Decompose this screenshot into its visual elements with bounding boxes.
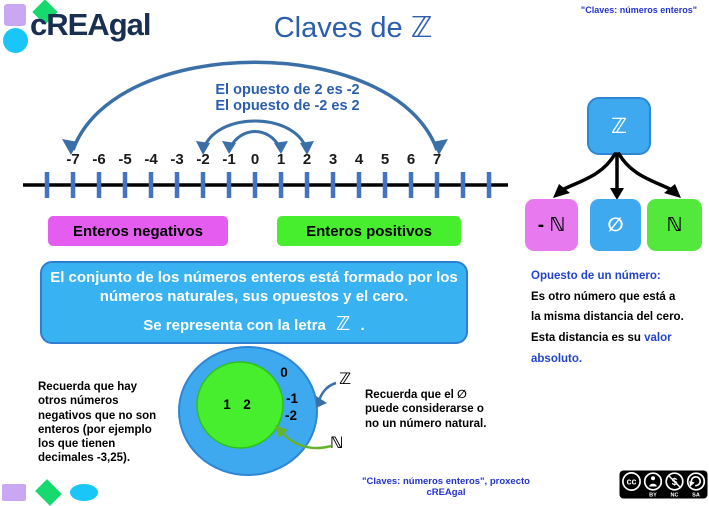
negative-integers-label: Enteros negativos	[72, 222, 204, 240]
zero-label: ∅	[607, 214, 624, 236]
tick-label: 0	[250, 151, 260, 168]
venn-value: 2	[243, 397, 251, 412]
nc-slash	[668, 475, 681, 488]
tick-label: 4	[354, 151, 364, 168]
opposite-note-line-4: Esta distancia es su valor	[531, 328, 707, 349]
naturals-box: ℕ	[647, 199, 702, 251]
opposite-note-line-4-blue: valor	[644, 332, 672, 345]
sa-label: SA	[692, 493, 700, 499]
opposite-line-1: El opuesto de 2 es -2	[215, 82, 360, 98]
cc-icon	[622, 472, 641, 491]
tick-label: 1	[276, 151, 286, 168]
corner-quote: "Claves: números enteros"	[580, 5, 697, 15]
logo-circle-icon	[3, 28, 28, 53]
note-zero-line: Recuerda que el ∅	[365, 389, 467, 401]
note-left-line: otros números	[38, 395, 119, 408]
opposite-note-line-4-black: Esta distancia es su	[531, 332, 645, 345]
positive-integers-box: Enteros positivos	[277, 216, 461, 246]
note-zero-line: puede considerarse o	[365, 403, 484, 416]
opposite-note-line-3: la misma distancia del cero.	[531, 311, 684, 324]
z-symbol: ℤ	[336, 314, 351, 335]
tick-label: -6	[92, 151, 106, 168]
note-zero-line: no un número natural.	[365, 417, 487, 430]
note-left-line: negativos que no son	[38, 409, 157, 422]
tick-label: 5	[380, 151, 390, 168]
note-non-integer-negatives: Recuerda que hay otros números negativos…	[38, 380, 194, 466]
definition-line-3-suffix: .	[360, 317, 365, 334]
by-person-body	[649, 483, 657, 487]
tick-label: -3	[170, 151, 184, 168]
sa-icon	[686, 472, 706, 491]
opposite-note-line-5: absoluto.	[531, 352, 583, 365]
opposite-line-2: El opuesto de -2 es 2	[215, 98, 360, 114]
sa-arrow	[690, 476, 701, 487]
positive-integers-label: Enteros positivos	[306, 222, 432, 240]
nc-label: NC	[671, 493, 679, 499]
set-tree-root-box: ℤ	[587, 97, 651, 155]
zero-box: ∅	[590, 199, 641, 251]
opposite-note-line-2: Es otro número que está a	[531, 290, 676, 303]
tick-label: 7	[432, 151, 442, 168]
note-left-line: Recuerda que hay	[38, 381, 138, 393]
venn-n-arrowhead	[275, 425, 288, 438]
note-left-line: los que tienen	[38, 438, 116, 451]
tick-label: -5	[118, 151, 132, 168]
set-tree-root-label: ℤ	[611, 114, 627, 138]
venn-z-arrowhead	[316, 396, 327, 408]
number-line-graphic	[23, 60, 508, 198]
definition-line-3-prefix: Se representa con la letra	[143, 317, 326, 334]
tick-label: -7	[66, 151, 80, 168]
tick-label: -4	[144, 151, 158, 168]
venn-z-arrow	[317, 381, 337, 402]
arc-7-to-7	[71, 60, 439, 151]
opposite-definition-note: Opuesto de un número: Es otro número que…	[531, 266, 707, 370]
page-title: Claves de ℤ	[273, 12, 433, 44]
tick-label: -1	[222, 151, 236, 168]
footer-circle-icon	[70, 484, 98, 501]
arc-arrowheads	[62, 139, 448, 155]
venn-diagram	[178, 346, 337, 476]
venn-value: -2	[284, 408, 297, 423]
venn-value: -1	[285, 391, 298, 406]
opposite-note-title: Opuesto de un número:	[531, 270, 661, 282]
venn-value: 1	[223, 397, 231, 412]
negative-naturals-label: - ℕ	[537, 214, 566, 236]
venn-n-label: ℕ	[330, 435, 344, 452]
arc-2-to-2	[202, 119, 308, 149]
tick-label: 3	[328, 151, 338, 168]
tick-label: 6	[406, 151, 416, 168]
by-person-head	[651, 476, 655, 481]
by-icon	[643, 472, 663, 491]
opposite-annotation: El opuesto de 2 es -2 El opuesto de -2 e…	[165, 82, 410, 114]
note-left-line: decimales -3,25).	[38, 452, 131, 465]
by-label: BY	[649, 493, 657, 499]
definition-line-1: El conjunto de los números enteros está …	[50, 269, 458, 286]
set-tree-arrows	[553, 152, 681, 200]
cc-license-badge: cc $ BY NC SA	[619, 470, 708, 499]
note-zero-natural: Recuerda que el ∅ puede considerarse o n…	[365, 388, 525, 431]
nc-icon	[665, 472, 684, 491]
logo-square-icon	[4, 4, 26, 26]
opposite-arcs	[71, 60, 439, 151]
number-line-ticks	[44, 172, 492, 198]
footer-square-icon	[2, 484, 26, 501]
arc-1-to-1	[228, 130, 282, 149]
logo-text: cREAgal	[30, 7, 151, 42]
tick-label: -2	[196, 151, 210, 168]
footer-diamond-icon	[35, 479, 62, 506]
footer-credit: "Claves: números enteros", proxecto cREA…	[362, 476, 530, 498]
definition-box: El conjunto de los números enteros está …	[40, 261, 468, 344]
negative-naturals-box: - ℕ	[525, 199, 578, 251]
negative-integers-box: Enteros negativos	[48, 216, 228, 246]
venn-value: 0	[280, 365, 288, 380]
sa-arrowhead	[689, 481, 695, 487]
note-left-line: enteros (por ejemplo	[38, 423, 152, 436]
naturals-label: ℕ	[666, 214, 683, 236]
definition-line-2: números naturales, sus opuestos y el cer…	[99, 288, 409, 305]
definition-line-3: Se representa con la letra ℤ .	[42, 315, 466, 335]
cc-text: cc	[626, 477, 636, 487]
venn-naturals-circle	[196, 361, 284, 449]
tick-label: 2	[302, 151, 312, 168]
venn-z-label: ℤ	[339, 371, 352, 388]
